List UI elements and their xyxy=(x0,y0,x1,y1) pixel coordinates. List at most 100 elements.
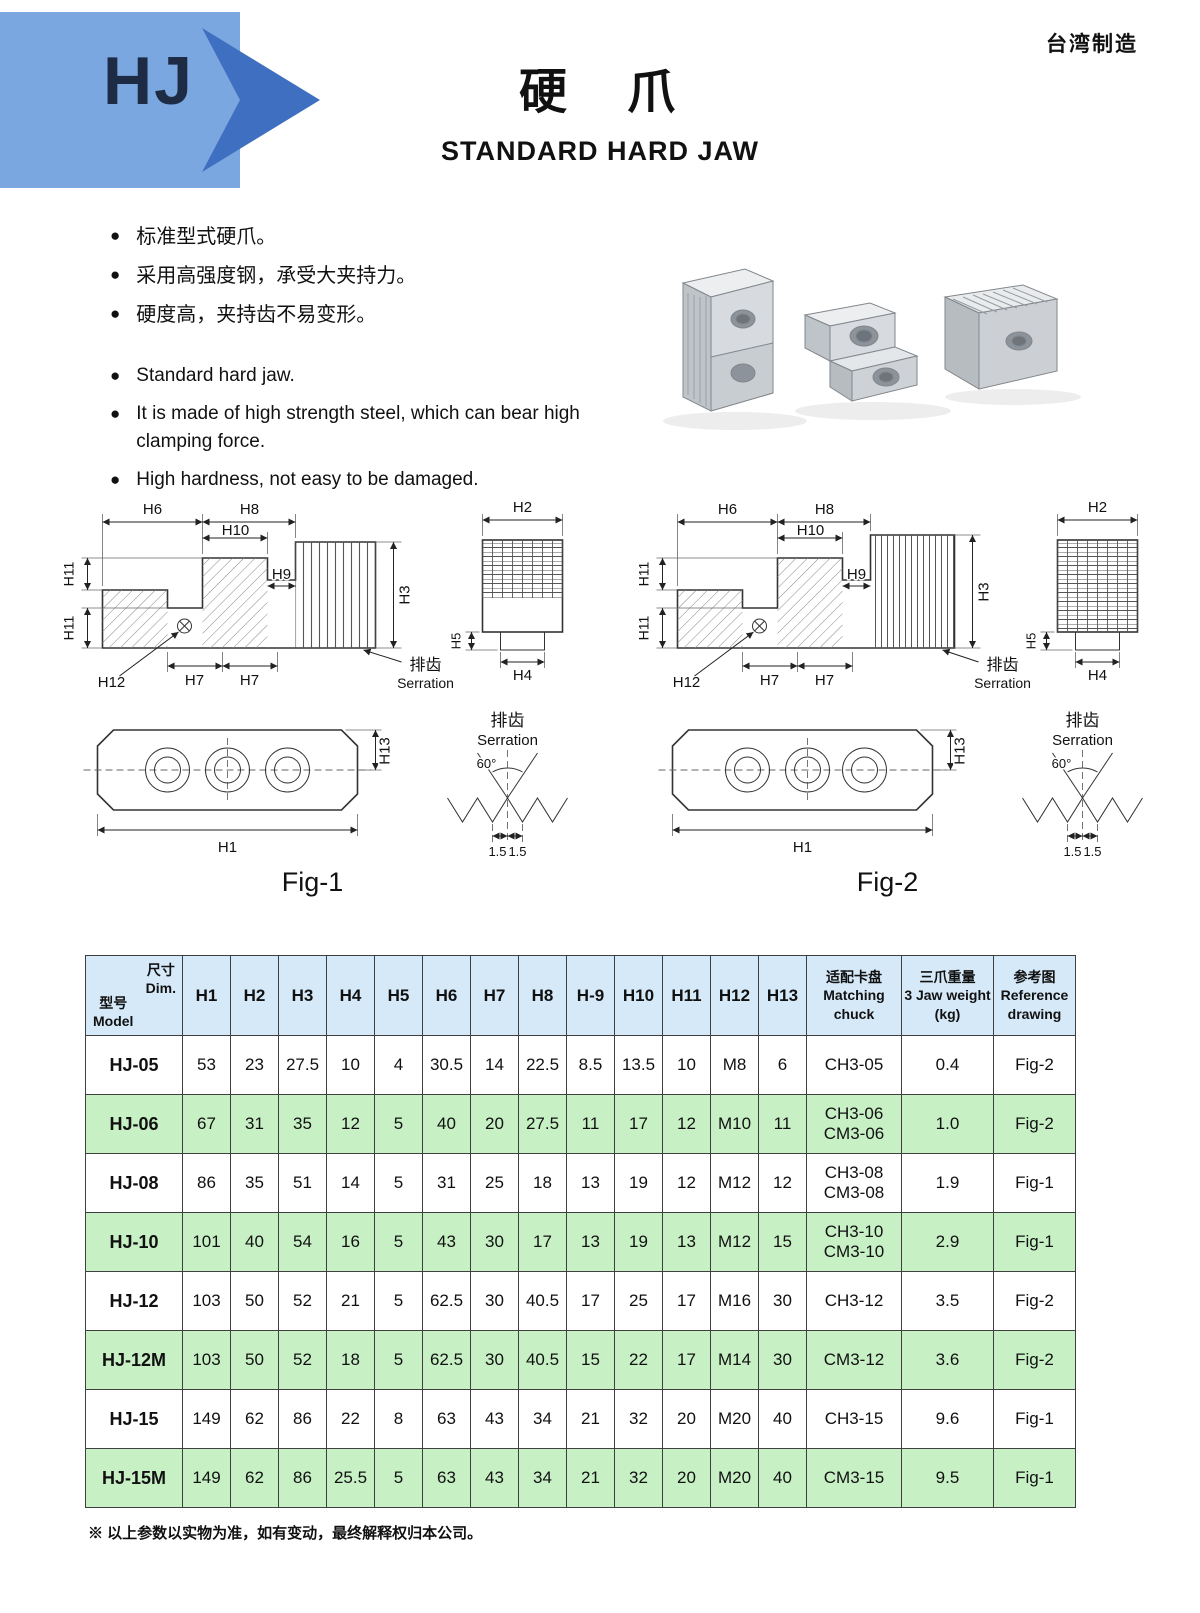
col-header-h4: H4 xyxy=(326,955,375,1036)
spec-cell: 62 xyxy=(230,1389,279,1449)
dim-label-h6: H6 xyxy=(143,501,162,518)
spec-cell: 50 xyxy=(230,1330,279,1390)
serration-label-en: Serration xyxy=(974,675,1031,691)
serration-detail: 排齿 Serration 60° 1.5 1.5 xyxy=(447,710,568,861)
dim-label-h1: H1 xyxy=(218,839,237,856)
feature-list: ●标准型式硬爪。 ●采用高强度钢，承受大夹持力。 ●硬度高，夹持齿不易变形。 ●… xyxy=(110,222,630,504)
spec-cell: 21 xyxy=(566,1389,615,1449)
spec-cell: 8 xyxy=(374,1389,423,1449)
pitch-label: 1.5 xyxy=(1083,844,1101,859)
spec-cell: 21 xyxy=(326,1271,375,1331)
spec-cell: 22 xyxy=(614,1330,663,1390)
side-section-view: H6 H8 H10 H9 H3 H11 H11 xyxy=(59,500,455,693)
figure-2: H6 H8 H10 H9 H3 H11 H11 xyxy=(600,480,1175,898)
side-section-view: H6 H8 H10 H9 H3 H11 H11 xyxy=(634,500,1032,693)
figure-1-caption: Fig-1 xyxy=(281,867,344,897)
spec-cell: 31 xyxy=(230,1094,279,1154)
dim-label-h5: H5 xyxy=(449,633,464,650)
spec-cell: 15 xyxy=(566,1330,615,1390)
spec-cell: 30 xyxy=(470,1271,519,1331)
technical-figures: H6 H8 H10 H9 H3 H11 H11 xyxy=(25,480,1175,898)
spec-cell: 40.5 xyxy=(518,1330,567,1390)
serration-label-en: Serration xyxy=(477,732,538,749)
pitch-label: 1.5 xyxy=(488,844,506,859)
spec-cell: 67 xyxy=(182,1094,231,1154)
spec-cell: Fig-2 xyxy=(993,1271,1076,1331)
spec-cell: 149 xyxy=(182,1448,231,1508)
jaw-block-2 xyxy=(803,302,919,402)
spec-cell: 10 xyxy=(662,1035,711,1095)
col-header-h13: H13 xyxy=(758,955,807,1036)
col-header-weight: 三爪重量 3 Jaw weight (kg) xyxy=(901,955,994,1036)
spec-cell: 86 xyxy=(278,1448,327,1508)
bullet-icon: ● xyxy=(110,304,121,323)
col-header-h12: H12 xyxy=(710,955,759,1036)
spec-cell: 9.6 xyxy=(901,1389,994,1449)
jaw-block-3 xyxy=(943,284,1059,390)
spec-cell: 3.5 xyxy=(901,1271,994,1331)
spec-cell: 1.9 xyxy=(901,1153,994,1213)
spec-cell: 2.9 xyxy=(901,1212,994,1272)
mount-bolt xyxy=(752,618,767,634)
spec-cell: 17 xyxy=(518,1212,567,1272)
figure-1-drawing: H6 H8 H10 H9 H3 H11 H11 xyxy=(59,498,568,861)
col-header-h6: H6 xyxy=(422,955,471,1036)
spec-cell: 62.5 xyxy=(422,1330,471,1390)
footnote: ※ 以上参数以实物为准，如有变动，最终解释权归本公司。 xyxy=(88,1525,483,1542)
spec-cell: 18 xyxy=(326,1330,375,1390)
dim-label-h12: H12 xyxy=(98,674,126,691)
feature-text: 硬度高，夹持齿不易变形。 xyxy=(136,304,377,326)
spec-cell: CM3-12 xyxy=(806,1330,902,1390)
dim-label-h12: H12 xyxy=(673,674,701,691)
spec-cell: 27.5 xyxy=(518,1094,567,1154)
spec-cell: 62 xyxy=(230,1448,279,1508)
spec-cell: CH3-05 xyxy=(806,1035,902,1095)
col-header-h8: H8 xyxy=(518,955,567,1036)
spec-cell: M20 xyxy=(710,1448,759,1508)
spec-cell: 0.4 xyxy=(901,1035,994,1095)
plan-view: H13 H1 xyxy=(658,729,970,858)
col-header-chuck: 适配卡盘 Matching chuck xyxy=(806,955,902,1036)
spec-cell: 43 xyxy=(470,1389,519,1449)
series-code: HJ xyxy=(103,43,194,119)
spec-cell: 86 xyxy=(278,1389,327,1449)
col-header-h2: H2 xyxy=(230,955,279,1036)
spec-cell: 40 xyxy=(422,1094,471,1154)
spec-cell: CH3-10 CM3-10 xyxy=(806,1212,902,1272)
spec-cell: 5 xyxy=(374,1330,423,1390)
dim-label-h2: H2 xyxy=(513,499,532,516)
dim-label-h11: H11 xyxy=(636,615,652,640)
spec-cell: 17 xyxy=(662,1271,711,1331)
corner-dim-label: 尺寸 Dim. xyxy=(145,962,176,997)
col-header-ref: 参考图 Reference drawing xyxy=(993,955,1076,1036)
page-title: 硬 爪 STANDARD HARD JAW xyxy=(0,52,1200,167)
spec-cell: 13 xyxy=(662,1212,711,1272)
spec-cell: 103 xyxy=(182,1330,231,1390)
spec-cell: 10 xyxy=(326,1035,375,1095)
feature-text: 采用高强度钢，承受大夹持力。 xyxy=(136,265,417,287)
figure-2-drawing: H6 H8 H10 H9 H3 H11 H11 xyxy=(634,498,1143,861)
col-header-h3: H3 xyxy=(278,955,327,1036)
feature-text: It is made of high strength steel, which… xyxy=(136,402,580,453)
dim-label-h9: H9 xyxy=(847,566,866,583)
spec-cell: 22 xyxy=(326,1389,375,1449)
spec-cell: Fig-2 xyxy=(993,1330,1076,1390)
spec-cell: 15 xyxy=(758,1212,807,1272)
spec-cell: 53 xyxy=(182,1035,231,1095)
spec-table: 尺寸 Dim. 型号 Model H1 H2 H3 H4 H5 H6 H7 H8… xyxy=(85,955,1076,1508)
spec-cell: 30 xyxy=(758,1271,807,1331)
spec-cell: CM3-15 xyxy=(806,1448,902,1508)
spec-cell: Fig-2 xyxy=(993,1094,1076,1154)
spec-cell: 31 xyxy=(422,1153,471,1213)
jaw-block-1 xyxy=(681,268,775,412)
bullet-icon: ● xyxy=(110,403,121,423)
dim-label-h7: H7 xyxy=(760,672,779,689)
spec-cell: 54 xyxy=(278,1212,327,1272)
spec-cell: 22.5 xyxy=(518,1035,567,1095)
spec-cell: CH3-08 CM3-08 xyxy=(806,1153,902,1213)
spec-cell: 86 xyxy=(182,1153,231,1213)
